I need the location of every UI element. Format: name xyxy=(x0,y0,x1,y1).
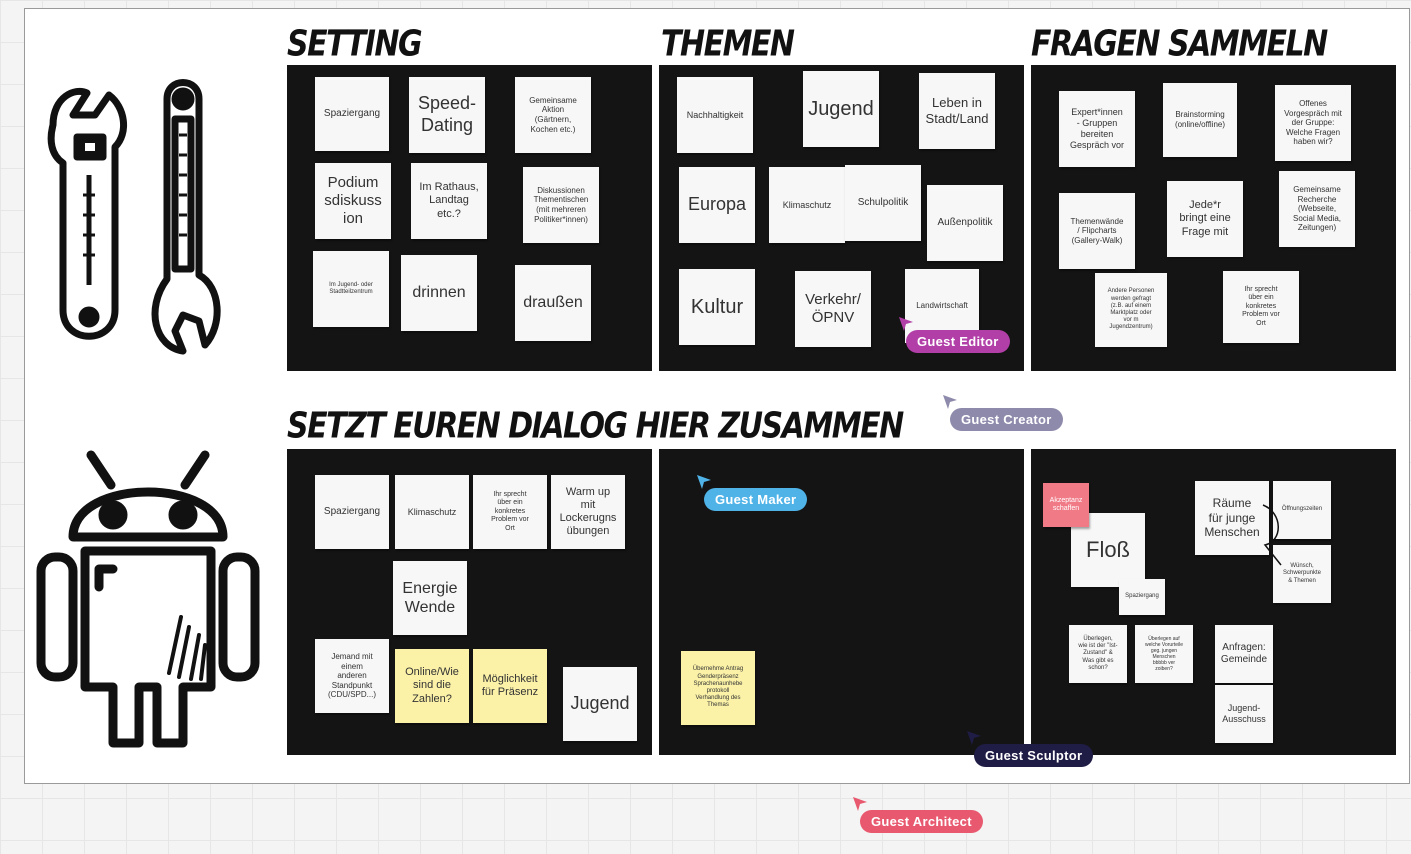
sticky-note[interactable]: Gemeinsame Aktion (Gärtnern, Kochen etc.… xyxy=(515,77,591,153)
sticky-note[interactable]: Podium sdiskuss ion xyxy=(315,163,391,239)
sticky-note[interactable]: Jede*r bringt eine Frage mit xyxy=(1167,181,1243,257)
sticky-note[interactable]: Außenpolitik xyxy=(927,185,1003,261)
cursor-label: Guest Architect xyxy=(860,810,983,833)
sticky-note[interactable]: Brainstorming (online/offline) xyxy=(1163,83,1237,157)
sticky-note-yellow[interactable]: Online/Wie sind die Zahlen? xyxy=(395,649,469,723)
sticky-note[interactable]: Kultur xyxy=(679,269,755,345)
sticky-note[interactable]: Warm up mit Lockerugns übungen xyxy=(551,475,625,549)
sticky-note[interactable]: Überlegen, wie ist der "Ist- Zustand" & … xyxy=(1069,625,1127,683)
sticky-note[interactable]: Spaziergang xyxy=(315,475,389,549)
sticky-note[interactable]: Gemeinsame Recherche (Webseite, Social M… xyxy=(1279,171,1355,247)
cursor-arrow-icon xyxy=(967,731,981,745)
whiteboard-frame[interactable]: Setting Themen Fragen sammeln Setzt eure… xyxy=(24,8,1410,784)
sticky-note[interactable]: Im Rathaus, Landtag etc.? xyxy=(411,163,487,239)
sticky-note[interactable]: Speed- Dating xyxy=(409,77,485,153)
sticky-note[interactable]: drinnen xyxy=(401,255,477,331)
adjustable-wrench-icon xyxy=(47,87,128,340)
section-title-dialog: Setzt euren Dialog hier zusammen xyxy=(287,405,904,447)
sticky-note[interactable]: Jugend xyxy=(803,71,879,147)
cursor-label: Guest Editor xyxy=(906,330,1010,353)
sticky-note[interactable]: Überlegen auf welche Vorurteile geg. jun… xyxy=(1135,625,1193,683)
sticky-note[interactable]: Nachhaltigkeit xyxy=(677,77,753,153)
sticky-note[interactable]: Spaziergang xyxy=(315,77,389,151)
sticky-note[interactable]: Leben in Stadt/Land xyxy=(919,73,995,149)
sticky-note[interactable]: Wünsch, Schwerpunkte & Themen xyxy=(1273,545,1331,603)
sticky-note[interactable]: Ihr sprecht über ein konkretes Problem v… xyxy=(1223,271,1299,343)
sticky-note[interactable]: Klimaschutz xyxy=(395,475,469,549)
sticky-note[interactable]: Themenwände / Flipcharts (Gallery-Walk) xyxy=(1059,193,1135,269)
connector-line xyxy=(1262,504,1282,566)
sticky-note[interactable]: Jugend- Ausschuss xyxy=(1215,685,1273,743)
sticky-note[interactable]: Energie Wende xyxy=(393,561,467,635)
sticky-note[interactable]: Klimaschutz xyxy=(769,167,845,243)
sticky-note[interactable]: Jemand mit einem anderen Standpunkt (CDU… xyxy=(315,639,389,713)
cursor-label: Guest Sculptor xyxy=(974,744,1094,767)
sticky-note[interactable]: Diskussionen Thementischen (mit mehreren… xyxy=(523,167,599,243)
cursor-arrow-icon xyxy=(697,475,711,489)
cursor-arrow-icon xyxy=(943,395,957,409)
sticky-note[interactable]: Öffnungszeiten xyxy=(1273,481,1331,539)
sticky-note[interactable]: Verkehr/ ÖPNV xyxy=(795,271,871,347)
cursor-arrow-icon xyxy=(853,797,867,811)
sticky-note-pink[interactable]: Akzeptanz schaffen xyxy=(1043,483,1089,527)
sticky-note[interactable]: Anfragen: Gemeinde xyxy=(1215,625,1273,683)
sticky-note[interactable]: draußen xyxy=(515,265,591,341)
sticky-note[interactable]: Jugend xyxy=(563,667,637,741)
sticky-note[interactable]: Andere Personen werden gefragt (z.B. auf… xyxy=(1095,273,1167,347)
sticky-note[interactable]: Schulpolitik xyxy=(845,165,921,241)
sticky-note-yellow[interactable]: Möglichkeit für Präsenz xyxy=(473,649,547,723)
cursor-label: Guest Creator xyxy=(950,408,1063,431)
sticky-note[interactable]: Europa xyxy=(679,167,755,243)
cursor-label: Guest Maker xyxy=(704,488,808,511)
sticky-note[interactable]: Räume für junge Menschen xyxy=(1195,481,1269,555)
sticky-note-yellow[interactable]: Übernehme Antrag Genderpräsenz Sprachena… xyxy=(681,651,755,725)
section-title-setting: Setting xyxy=(287,23,423,65)
sticky-note[interactable]: Offenes Vorgespräch mit der Gruppe: Welc… xyxy=(1275,85,1351,161)
spanner-icon xyxy=(151,79,221,355)
cursor-arrow-icon xyxy=(899,317,913,331)
sticky-note[interactable]: Im Jugend- oder Stadtteilzentrum xyxy=(313,251,389,327)
section-title-themen: Themen xyxy=(661,23,795,65)
sticky-note[interactable]: Expert*innen - Gruppen bereiten Gespräch… xyxy=(1059,91,1135,167)
sticky-note[interactable]: Spaziergang xyxy=(1119,579,1165,615)
android-robot-icon xyxy=(36,450,260,748)
sticky-note[interactable]: Ihr sprecht über ein konkretes Problem v… xyxy=(473,475,547,549)
section-title-fragen: Fragen sammeln xyxy=(1031,23,1328,65)
